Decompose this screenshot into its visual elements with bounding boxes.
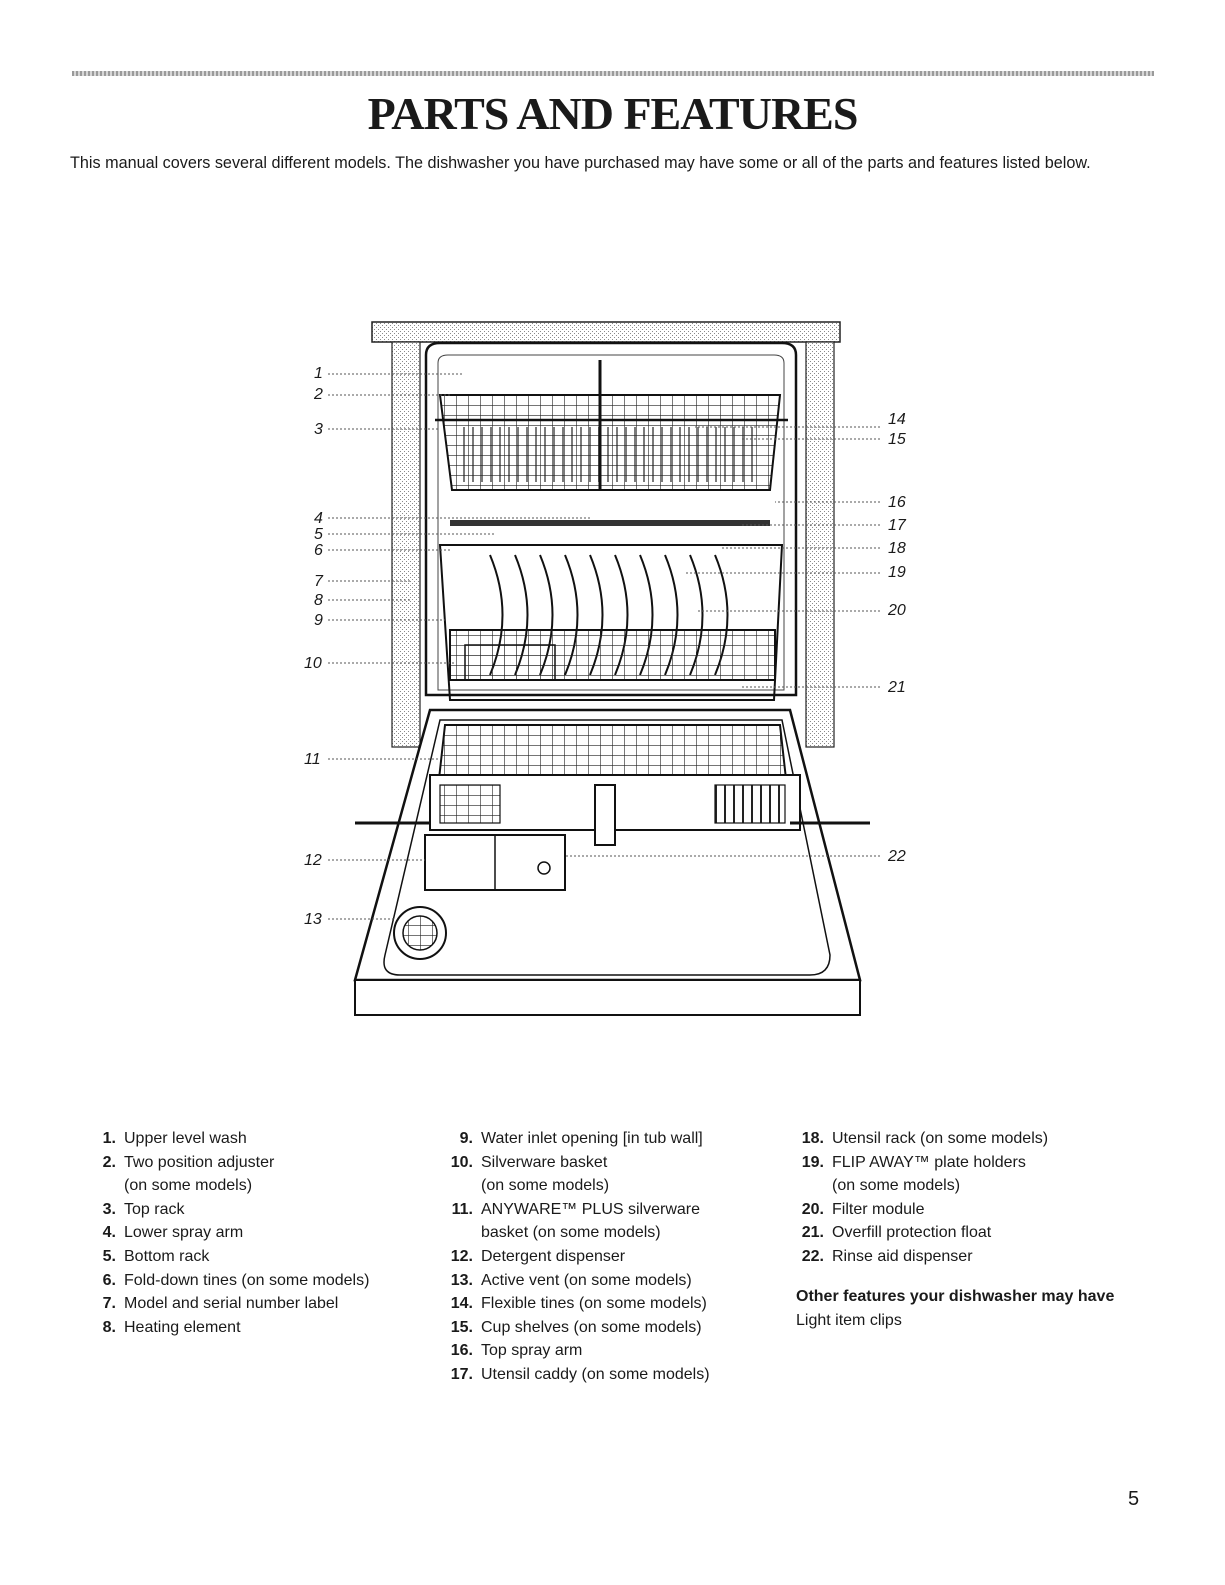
list-item: 7.Model and serial number label: [102, 1295, 339, 1313]
callout-17: 17: [888, 517, 907, 534]
parts-list-column-2: 9.Water inlet opening [in tub wall] 10.S…: [443, 1127, 763, 1387]
callout-18: 18: [888, 540, 906, 557]
callout-3: 3: [314, 421, 323, 438]
parts-list-column-3: 18.Utensil rack (on some models) 19.FLIP…: [794, 1127, 1134, 1332]
list-item: 14.Flexible tines (on some models): [450, 1295, 707, 1313]
list-item: 13.Active vent (on some models): [450, 1271, 692, 1289]
callout-14: 14: [888, 411, 906, 428]
callout-11: 11: [304, 751, 321, 768]
callout-22: 22: [887, 848, 906, 865]
list-item: 18.Utensil rack (on some models): [801, 1130, 1049, 1147]
list-item: 20.Filter module: [801, 1200, 925, 1218]
list-item: 3.Top rack: [102, 1200, 185, 1218]
list-item: 12.Detergent dispenser: [450, 1247, 626, 1265]
callout-13: 13: [304, 911, 322, 928]
parts-list-column-1: 1.Upper level wash 2.Two position adjust…: [86, 1127, 416, 1339]
callout-19: 19: [888, 564, 906, 581]
list-item: 21.Overfill protection float: [801, 1224, 992, 1242]
other-feature-item: Light item clips: [796, 1311, 902, 1329]
list-item: 4.Lower spray arm: [102, 1224, 244, 1242]
callout-10: 10: [304, 655, 322, 672]
callout-7: 7: [314, 573, 324, 590]
intro-paragraph: This manual covers several different mod…: [70, 154, 1091, 172]
callout-21: 21: [887, 679, 906, 696]
list-item: 2.Two position adjuster(on some models): [102, 1153, 275, 1195]
list-item: 17.Utensil caddy (on some models): [450, 1365, 710, 1383]
list-item: 5.Bottom rack: [102, 1247, 210, 1265]
list-item: 6.Fold-down tines (on some models): [102, 1271, 370, 1289]
other-features-heading: Other features your dishwasher may have: [796, 1287, 1115, 1305]
list-item: 8.Heating element: [102, 1318, 241, 1336]
list-item: 22.Rinse aid dispenser: [801, 1247, 973, 1265]
top-divider: [72, 71, 1154, 76]
callout-20: 20: [887, 602, 906, 619]
callout-12: 12: [304, 852, 322, 869]
page-number: 5: [1128, 1488, 1140, 1510]
callout-15: 15: [888, 431, 906, 448]
callout-6: 6: [314, 542, 323, 559]
callout-16: 16: [888, 494, 906, 511]
list-item: 19.FLIP AWAY™ plate holders(on some mode…: [801, 1153, 1026, 1195]
callout-8: 8: [314, 592, 323, 609]
callout-1: 1: [314, 365, 323, 382]
callout-2: 2: [313, 386, 323, 403]
callout-5: 5: [314, 526, 323, 543]
callout-4: 4: [314, 510, 323, 527]
list-item: 1.Upper level wash: [102, 1130, 247, 1147]
dishwasher-illustration: 1 2 3 4 5 6 7 8 9 10 11 12 13 14 15 16 1…: [304, 321, 907, 1016]
list-item: 16.Top spray arm: [450, 1342, 583, 1360]
callout-9: 9: [314, 612, 323, 629]
list-item: 9.Water inlet opening [in tub wall]: [459, 1130, 703, 1147]
dishwasher-diagram: 1 2 3 4 5 6 7 8 9 10 11 12 13 14 15 16 1…: [300, 315, 920, 1027]
list-item: 10.Silverware basket(on some models): [450, 1153, 610, 1195]
list-item: 15.Cup shelves (on some models): [450, 1318, 702, 1336]
page-title: PARTS AND FEATURES: [367, 88, 859, 139]
